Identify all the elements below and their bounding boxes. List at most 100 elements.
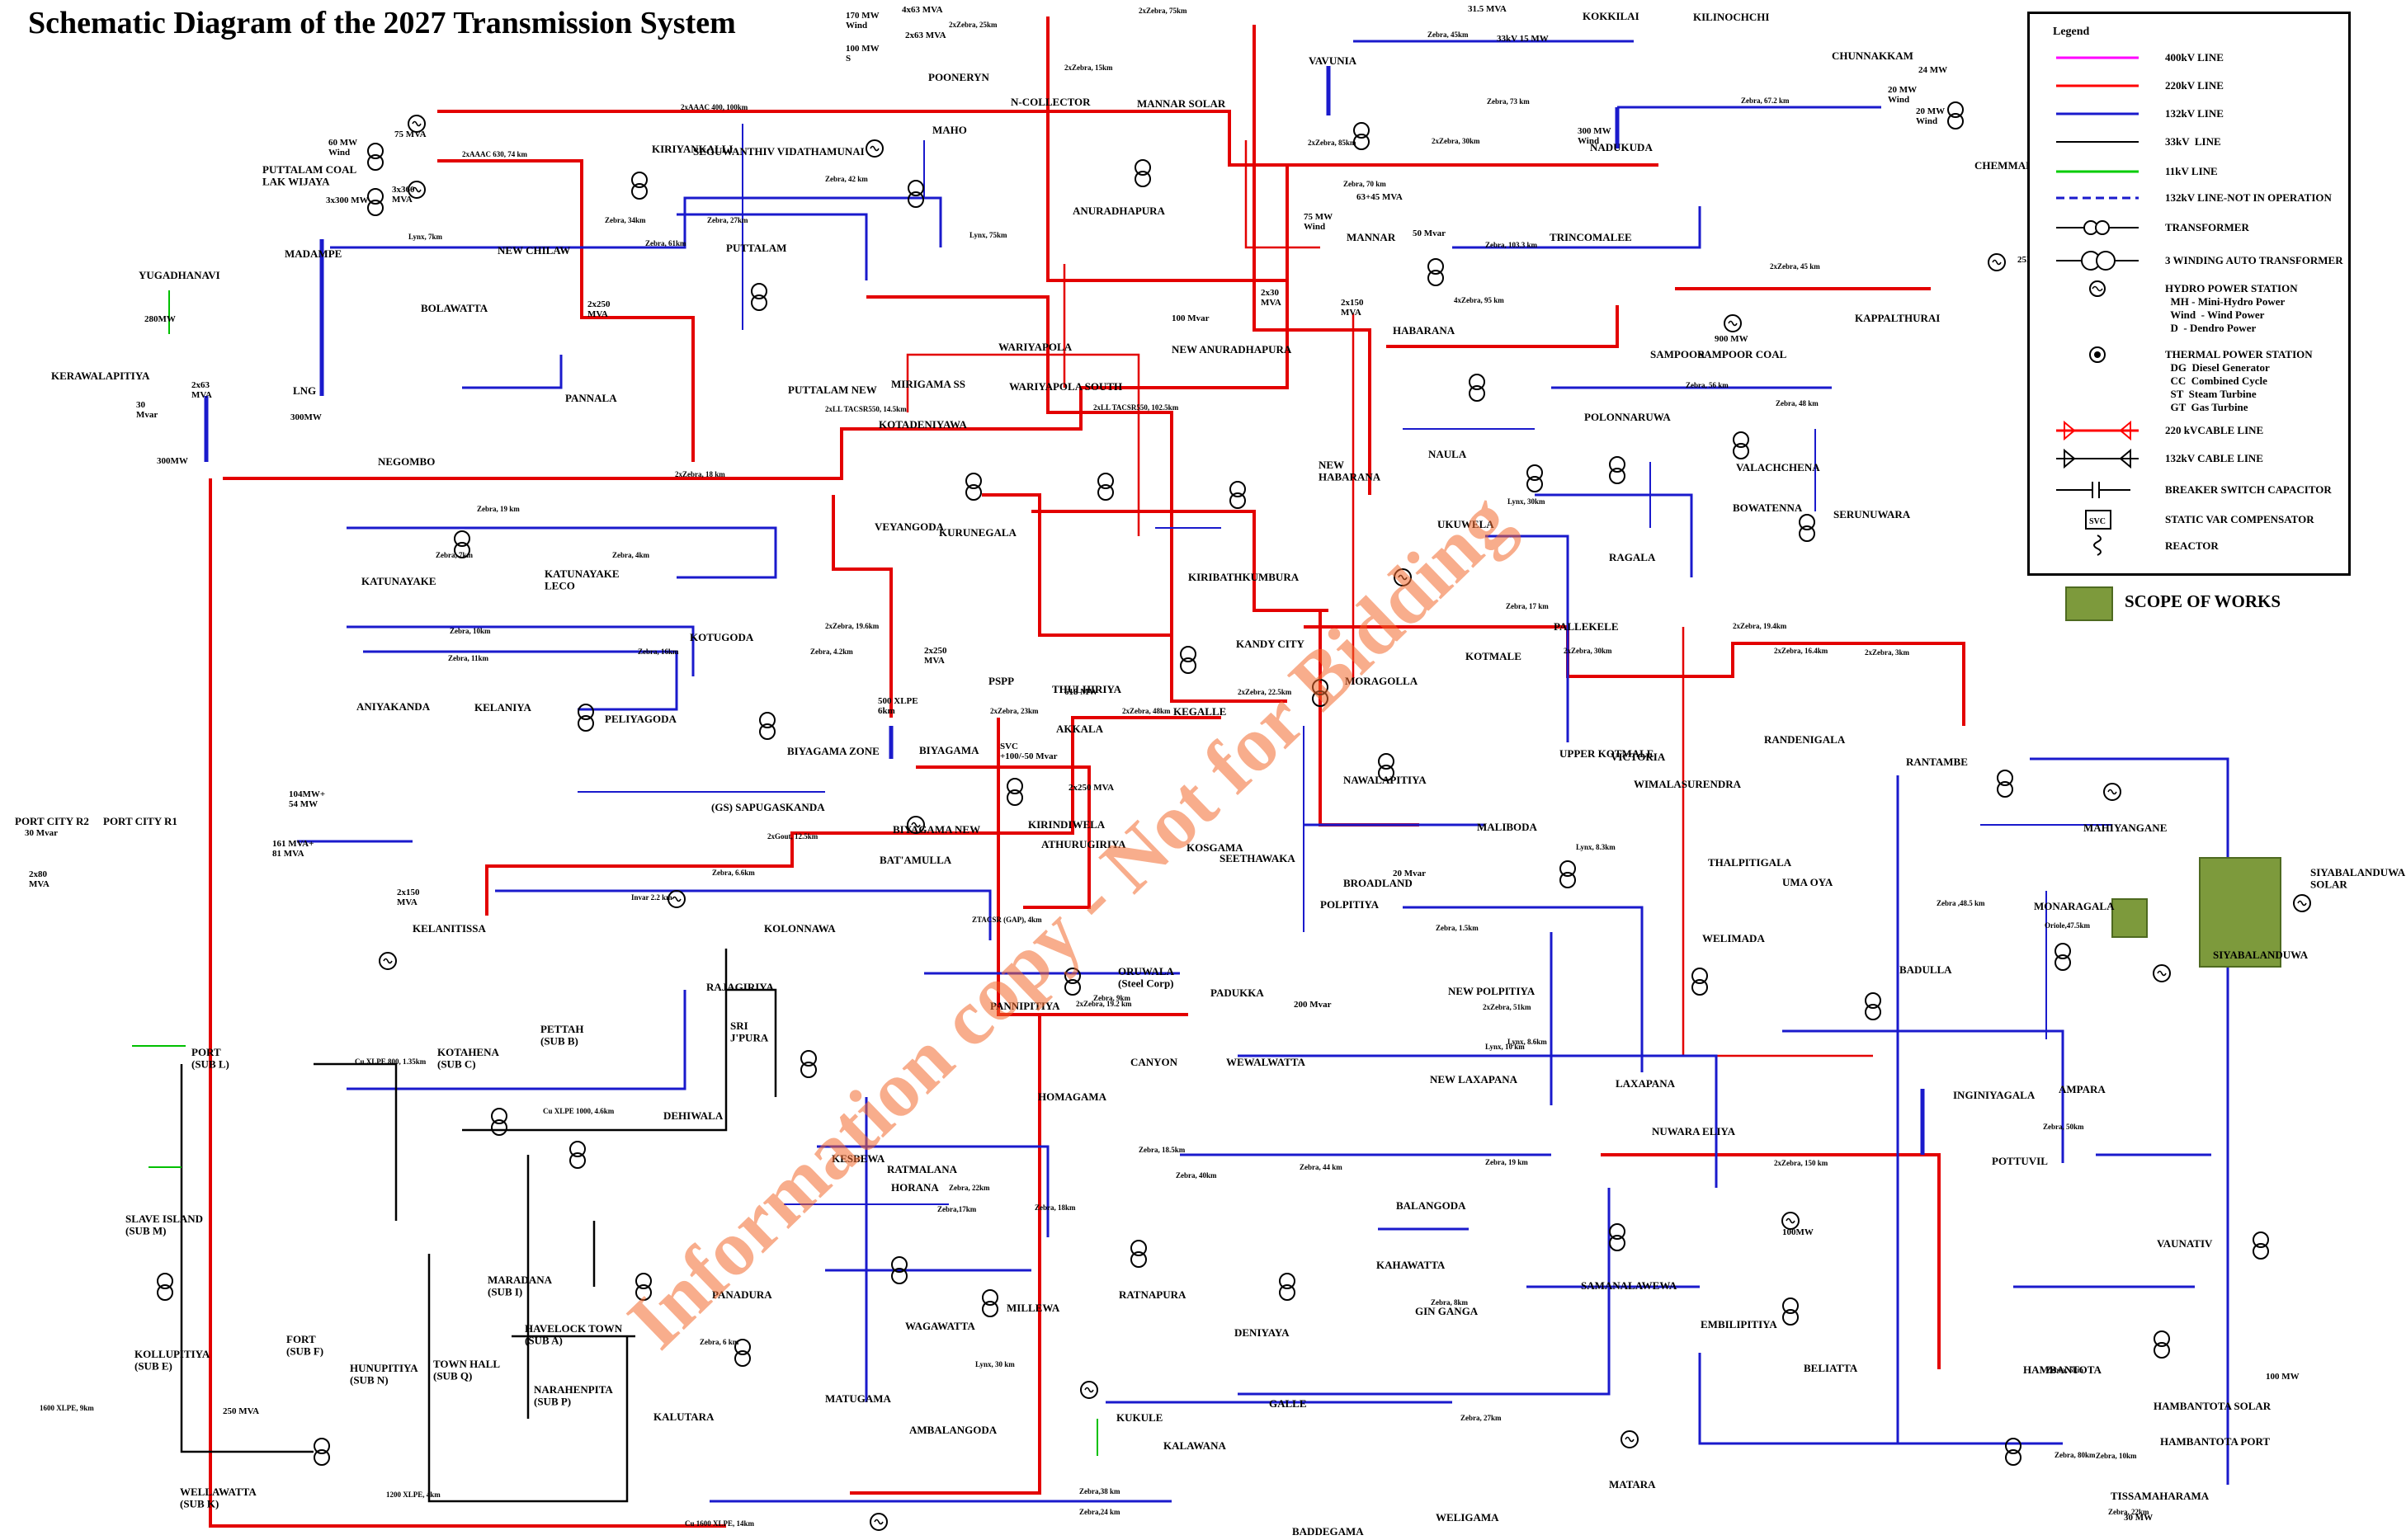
line-length-label: Zebra, 42 km xyxy=(825,175,868,183)
substation-label: BOWATENNA xyxy=(1733,502,1803,514)
line-length-label: Zebra, 6.6km xyxy=(712,869,755,877)
network-132kv-thin xyxy=(578,124,2112,1205)
capacity-label: 2x63 MVA xyxy=(905,31,946,40)
substation-label: MARADANA(SUB I) xyxy=(488,1274,553,1297)
substation-label: KELANITISSA xyxy=(413,922,486,935)
substation-label: SEETHAWAKA xyxy=(1220,852,1295,864)
substation-label: BOLAWATTA xyxy=(421,302,488,314)
legend-item-label: 3 WINDING AUTO TRANSFORMER xyxy=(2165,254,2343,266)
svg-text:SVC: SVC xyxy=(2089,517,2106,526)
line-length-label: Zebra, 1.5km xyxy=(1436,924,1479,932)
substation-label: MAHO xyxy=(932,124,967,136)
scope-of-works-siyabalanduwa xyxy=(2199,857,2281,968)
line-length-label: 2xLL TACSR550, 14.5km xyxy=(825,405,907,413)
legend-item-label: STATIC VAR COMPENSATOR xyxy=(2165,513,2314,525)
substation-label: (GS) SAPUGASKANDA xyxy=(711,801,825,813)
substation-label: MONARAGALA xyxy=(2034,900,2115,912)
line-length-label: Lynx, 8.6km xyxy=(1507,1038,1547,1046)
substation-label: BELIATTA xyxy=(1804,1362,1858,1374)
substation-label: PSPP xyxy=(988,675,1014,687)
legend-line-dashed-swatch xyxy=(2040,186,2155,210)
substation-label: KEGALLE xyxy=(1173,705,1226,718)
capacitor-icon xyxy=(2040,478,2155,502)
substation-label: GALLE xyxy=(1269,1397,1307,1410)
line-length-label: Lynx, 10 km xyxy=(1485,1043,1525,1051)
substation-label: BADDEGAMA xyxy=(1292,1525,1364,1538)
substation-label: KANDY CITY xyxy=(1236,638,1305,650)
legend-item: 220 kVCABLE LINE xyxy=(2040,418,2337,443)
line-length-label: Zebra, 19 km xyxy=(1485,1158,1528,1166)
legend-item-label: REACTOR xyxy=(2165,539,2219,552)
substation-label: WARIYAPOLA SOUTH xyxy=(1009,380,1122,393)
substation-label: AMBALANGODA xyxy=(909,1424,998,1436)
capacity-label: 75 MVA xyxy=(394,130,427,139)
substation-label: KOTMALE xyxy=(1465,650,1521,662)
substation-label: ATHURUGIRIYA xyxy=(1041,838,1126,850)
substation-label: MIRIGAMA SS xyxy=(891,378,965,390)
watermark-text: Information copy - Not for Bidding xyxy=(611,476,1527,1365)
line-length-label: 2xLL TACSR550, 102.5km xyxy=(1093,403,1179,412)
line-length-label: Lynx, 30km xyxy=(1507,497,1545,506)
line-length-label: Zebra, 17 km xyxy=(1506,602,1549,610)
line-length-label: 2xZebra, 85km xyxy=(1308,139,1356,147)
line-length-label: 2xZebra, 30km xyxy=(1564,647,1612,655)
capacity-label: 33kV 15 MW xyxy=(1497,34,1549,44)
line-length-label: Zebra, 56 km xyxy=(1686,381,1729,389)
substation-label: PETTAH(SUB B) xyxy=(540,1023,584,1047)
substation-label: KURUNEGALA xyxy=(939,526,1017,539)
substation-label: MALIBODA xyxy=(1477,821,1538,833)
substation-label: FORT(SUB F) xyxy=(286,1333,323,1357)
scope-of-works-legend: SCOPE OF WORKS xyxy=(2065,583,2362,624)
substation-label: HOMAGAMA xyxy=(1038,1090,1107,1103)
line-length-label: 2xAAAC 630, 74 km xyxy=(462,150,528,158)
line-length-label: Cu 1600 XLPE, 14km xyxy=(685,1519,755,1528)
substation-label: KIRIBATHKUMBURA xyxy=(1188,571,1300,583)
legend-item-label: BREAKER SWITCH CAPACITOR xyxy=(2165,483,2332,496)
capacity-label: 63+45 MVA xyxy=(1356,192,1403,202)
substation-label: TOWN HALL(SUB Q) xyxy=(433,1358,500,1382)
network-132kv xyxy=(297,40,2229,1503)
auto-transformer-icon xyxy=(2040,248,2155,273)
substation-label: KALAWANA xyxy=(1163,1439,1226,1452)
legend-item: TRANSFORMER xyxy=(2040,215,2337,240)
substation-label: NEW CHILAW xyxy=(498,244,570,257)
substation-label: POONERYN xyxy=(928,71,990,83)
line-length-label: Zebra, 40km xyxy=(1176,1171,1217,1180)
substation-label: POLPITIYA xyxy=(1320,898,1380,911)
busbars xyxy=(204,66,1925,1155)
substation-label: SAMANALAWEWA xyxy=(1581,1279,1677,1292)
substation-label: HAVELOCK TOWN(SUB A) xyxy=(525,1322,623,1346)
substation-label: MAHIYANGANE xyxy=(2083,822,2167,834)
substation-label: LNG xyxy=(293,384,316,397)
line-length-label: 2xZebra, 19.2 km xyxy=(1076,1000,1132,1008)
network-220kv xyxy=(209,16,1965,1528)
substation-label: AKKALA xyxy=(1056,723,1104,735)
legend-item: 33kV LINE xyxy=(2040,130,2337,154)
line-length-label: Zebra,38 km xyxy=(1079,1487,1120,1495)
line-length-label: Zebra, 18km xyxy=(1035,1203,1076,1212)
capacity-label: 250 MVA xyxy=(223,1406,259,1416)
substation-label: KOTUGODA xyxy=(690,631,754,643)
substation-label: HUNUPITIYA(SUB N) xyxy=(350,1362,418,1386)
substation-label: WELIMADA xyxy=(1702,932,1765,944)
line-length-label: 2xZebra, 75km xyxy=(1139,7,1187,15)
substation-label: BADULLA xyxy=(1899,963,1952,976)
substation-label: NADUKUDA xyxy=(1590,141,1653,153)
substation-label: PUTTALAM NEW xyxy=(788,384,877,396)
line-length-label: Zebra, 6 km xyxy=(700,1338,739,1346)
capacity-label: 161 MVA+81 MVA xyxy=(272,839,314,859)
line-length-label: Zebra, 10km xyxy=(450,627,491,635)
legend-line-33-swatch xyxy=(2040,130,2155,154)
line-length-label: Zebra, 27km xyxy=(707,216,748,224)
line-length-label: 1600 XLPE, 9km xyxy=(40,1404,94,1412)
